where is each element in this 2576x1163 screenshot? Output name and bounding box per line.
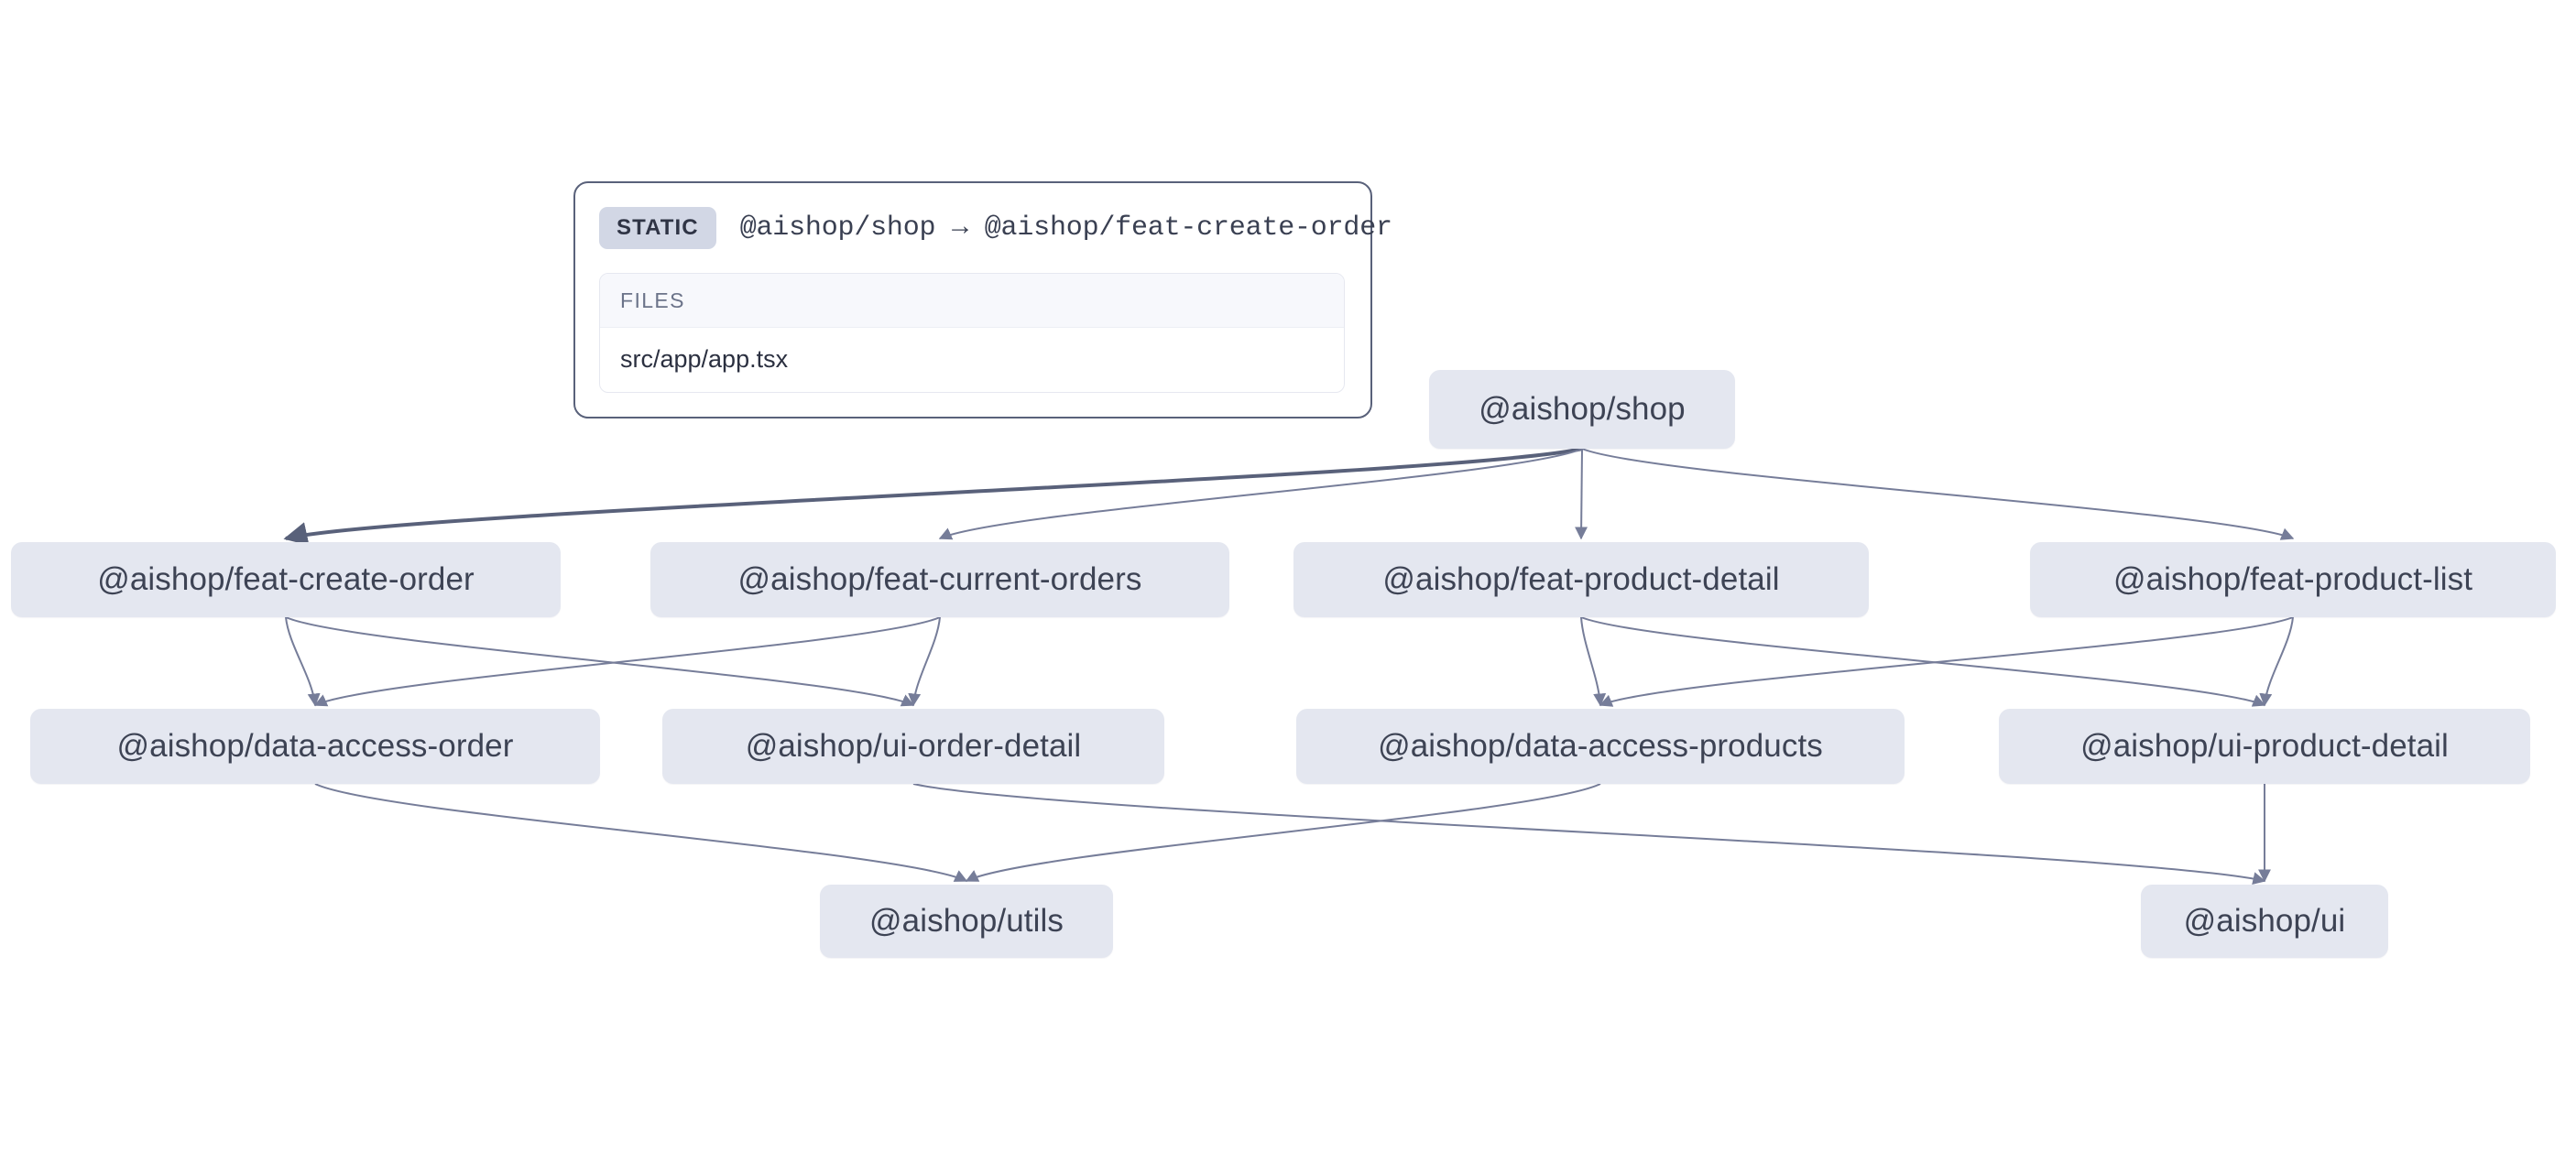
files-panel-header: FILES	[600, 274, 1344, 328]
edge-detail-title: @aishop/shop → @aishop/feat-create-order	[739, 212, 1392, 244]
graph-node-label: @aishop/data-access-order	[116, 728, 514, 764]
graph-node-feat-product-detail[interactable]: @aishop/feat-product-detail	[1293, 542, 1869, 617]
graph-node-feat-current-orders[interactable]: @aishop/feat-current-orders	[650, 542, 1229, 617]
graph-node-label: @aishop/feat-create-order	[97, 561, 475, 597]
graph-node-label: @aishop/feat-current-orders	[737, 561, 1142, 597]
graph-node-label: @aishop/ui-order-detail	[745, 728, 1082, 764]
graph-node-ui-order-detail[interactable]: @aishop/ui-order-detail	[662, 709, 1164, 784]
graph-node-data-access-order[interactable]: @aishop/data-access-order	[30, 709, 600, 784]
graph-node-label: @aishop/ui	[2183, 903, 2346, 939]
static-badge: STATIC	[599, 207, 716, 249]
graph-node-label: @aishop/shop	[1479, 391, 1686, 427]
graph-edge-shop-to-feat-current-orders[interactable]	[938, 448, 1583, 540]
graph-edge-feat-product-detail-to-data-access-products[interactable]	[1580, 616, 1607, 707]
graph-edge-shop-to-feat-product-list[interactable]	[1581, 448, 2295, 540]
graph-edge-feat-create-order-to-ui-order-detail[interactable]	[285, 616, 915, 707]
graph-node-label: @aishop/utils	[869, 903, 1064, 939]
graph-node-feat-create-order[interactable]: @aishop/feat-create-order	[11, 542, 561, 617]
graph-node-shop[interactable]: @aishop/shop	[1429, 370, 1735, 449]
graph-node-label: @aishop/feat-product-list	[2112, 561, 2473, 597]
files-panel: FILES src/app/app.tsx	[599, 273, 1345, 393]
graph-edge-feat-create-order-to-data-access-order[interactable]	[285, 616, 321, 707]
graph-edge-feat-product-list-to-ui-product-detail[interactable]	[2259, 616, 2294, 707]
graph-node-label: @aishop/data-access-products	[1378, 728, 1823, 764]
file-row[interactable]: src/app/app.tsx	[620, 345, 789, 373]
graph-edge-feat-current-orders-to-ui-order-detail[interactable]	[908, 616, 941, 707]
graph-node-ui[interactable]: @aishop/ui	[2141, 885, 2388, 958]
graph-node-data-access-products[interactable]: @aishop/data-access-products	[1296, 709, 1905, 784]
graph-node-feat-product-list[interactable]: @aishop/feat-product-list	[2030, 542, 2556, 617]
graph-node-label: @aishop/ui-product-detail	[2080, 728, 2449, 764]
graph-edge-shop-to-feat-product-detail[interactable]	[1575, 448, 1588, 540]
graph-node-label: @aishop/feat-product-detail	[1382, 561, 1780, 597]
graph-edge-feat-product-list-to-data-access-products[interactable]	[1599, 616, 2294, 707]
graph-node-ui-product-detail[interactable]: @aishop/ui-product-detail	[1999, 709, 2530, 784]
graph-edge-data-access-order-to-utils[interactable]	[314, 783, 968, 882]
graph-edge-ui-order-detail-to-ui[interactable]	[912, 783, 2266, 886]
graph-edge-feat-current-orders-to-data-access-order[interactable]	[313, 616, 941, 707]
graph-edge-shop-to-feat-create-order[interactable]	[283, 447, 1583, 546]
graph-edge-data-access-products-to-utils[interactable]	[965, 783, 1601, 882]
graph-edge-feat-product-detail-to-ui-product-detail[interactable]	[1580, 616, 2266, 707]
edge-detail-header: STATIC @aishop/shop → @aishop/feat-creat…	[599, 207, 1392, 249]
graph-node-utils[interactable]: @aishop/utils	[820, 885, 1113, 958]
edge-detail-card[interactable]: STATIC @aishop/shop → @aishop/feat-creat…	[573, 181, 1392, 418]
